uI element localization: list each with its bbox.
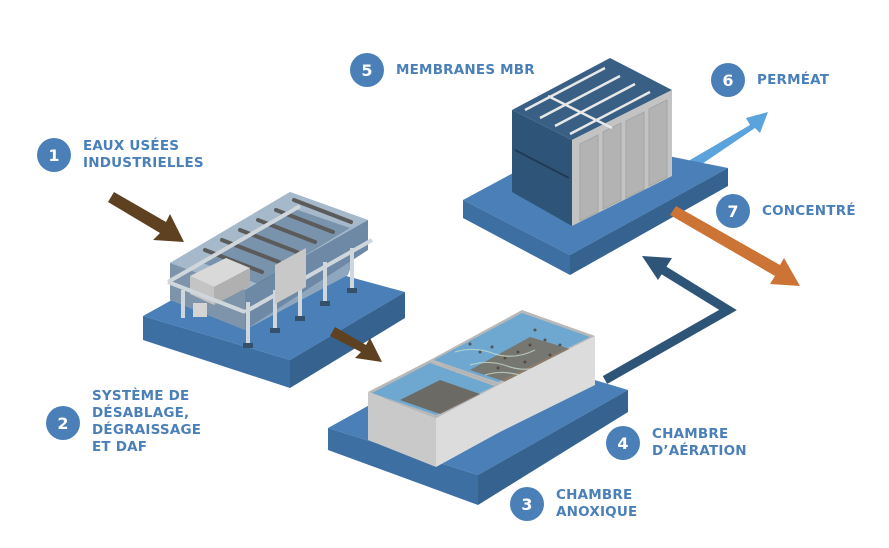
step-3-anoxic-chamber: 3 CHAMBRE ANOXIQUE <box>510 487 637 521</box>
label-line: INDUSTRIELLES <box>83 155 204 171</box>
anoxic-chamber <box>368 360 498 467</box>
step-1-industrial-wastewater: 1 EAUX USÉES INDUSTRIELLES <box>37 138 204 172</box>
label-line: ET DAF <box>92 439 148 455</box>
label-line: CHAMBRE <box>556 487 633 503</box>
step-label: CHAMBRE ANOXIQUE <box>556 487 637 521</box>
daf-unit <box>167 192 373 348</box>
step-label: CONCENTRÉ <box>762 203 856 220</box>
label-line: MEMBRANES MBR <box>396 62 535 78</box>
label-line: SYSTÈME DE <box>92 388 190 404</box>
label-line: DÉSABLAGE, <box>92 405 190 421</box>
label-line: PERMÉAT <box>757 72 830 88</box>
label-line: D’AÉRATION <box>652 443 747 459</box>
step-badge: 4 <box>606 426 640 460</box>
step-5-mbr-membranes: 5 MEMBRANES MBR <box>350 53 535 87</box>
label-line: CHAMBRE <box>652 426 729 442</box>
step-badge: 7 <box>716 194 750 228</box>
label-line: CONCENTRÉ <box>762 203 856 219</box>
aeration-chamber <box>430 310 595 433</box>
step-label: SYSTÈME DE DÉSABLAGE, DÉGRAISSAGE ET DAF <box>92 388 201 456</box>
permeate-arrow <box>690 112 768 168</box>
step-7-concentrate: 7 CONCENTRÉ <box>716 194 856 228</box>
wastewater-inlet-arrow <box>108 192 184 242</box>
label-line: EAUX USÉES <box>83 138 180 154</box>
mbr-unit <box>512 58 672 226</box>
step-2-degritting-degreasing-daf: 2 SYSTÈME DE DÉSABLAGE, DÉGRAISSAGE ET D… <box>46 388 201 456</box>
step-badge: 3 <box>510 487 544 521</box>
step-label: EAUX USÉES INDUSTRIELLES <box>83 138 204 172</box>
step-4-aeration-chamber: 4 CHAMBRE D’AÉRATION <box>606 426 747 460</box>
step-label: MEMBRANES MBR <box>396 62 535 79</box>
step-badge: 6 <box>711 63 745 97</box>
concentrate-arrow <box>670 206 800 286</box>
recirculation-arrow <box>602 256 737 384</box>
step-label: PERMÉAT <box>757 72 829 89</box>
step-badge: 1 <box>37 138 71 172</box>
step-6-permeate: 6 PERMÉAT <box>711 63 829 97</box>
label-line: DÉGRAISSAGE <box>92 422 202 438</box>
daf-to-anoxic-arrow <box>330 327 382 362</box>
step-badge: 5 <box>350 53 384 87</box>
step-badge: 2 <box>46 406 80 440</box>
step-label: CHAMBRE D’AÉRATION <box>652 426 747 460</box>
label-line: ANOXIQUE <box>556 504 638 520</box>
